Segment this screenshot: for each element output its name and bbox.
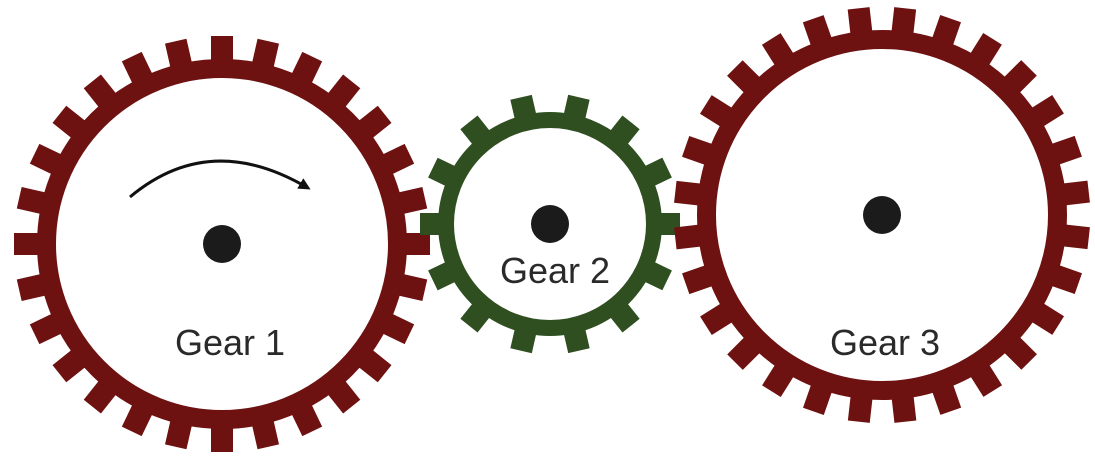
gear-1-label: Gear 1 xyxy=(175,322,285,363)
gear-2-label: Gear 2 xyxy=(500,250,610,291)
gear-2 xyxy=(420,95,680,353)
gear-1 xyxy=(14,36,430,452)
gear-3-label: Gear 3 xyxy=(830,322,940,363)
gear-2-hub-icon xyxy=(531,205,569,243)
gear-1-tooth xyxy=(14,233,41,255)
gear-1-tooth xyxy=(211,36,233,63)
gear-1-hub-icon xyxy=(203,225,241,263)
gear-1-tooth xyxy=(403,233,430,255)
gear-1-tooth xyxy=(211,425,233,452)
gear-3-hub-icon xyxy=(863,196,901,234)
